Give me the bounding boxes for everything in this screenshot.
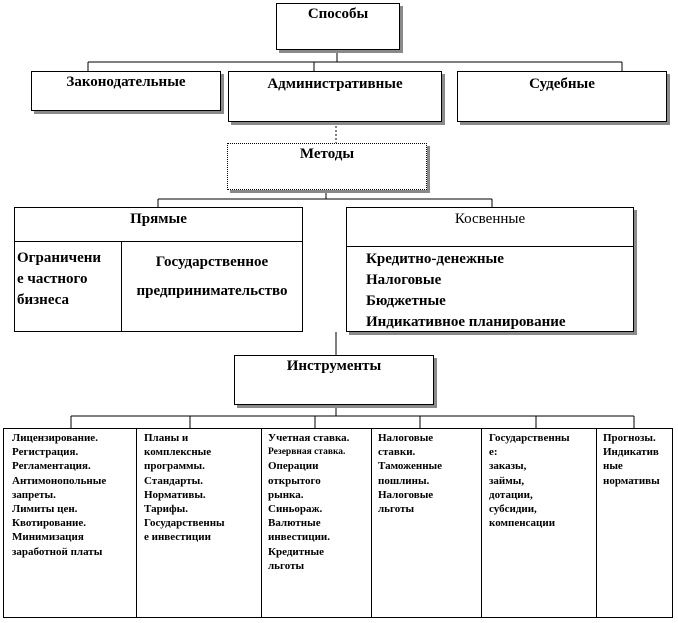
kosvennye-item: Бюджетные — [366, 293, 446, 309]
column-line: Регламентация. — [12, 460, 91, 473]
kosvennye-list: Кредитно-денежные Налоговые Бюджетные Ин… — [366, 249, 631, 333]
pryamye-left-line: Ограничени — [17, 250, 102, 266]
pryamye-left-line: бизнеса — [17, 292, 69, 308]
column-line: е: — [489, 446, 498, 459]
sposoby-box: Способы — [276, 3, 400, 50]
column-line: займы, — [489, 474, 525, 487]
column-line: Стандарты. — [144, 474, 203, 487]
column-line: Минимизация — [12, 531, 84, 544]
pryamye-box: Прямые Ограничени е частного бизнеса Гос… — [14, 207, 303, 332]
column-line: Синьораж. — [268, 503, 323, 516]
column-line: запреты. — [12, 488, 56, 501]
column-line: ные — [603, 460, 623, 473]
column-line: Учетная ставка. — [268, 432, 350, 444]
column-line: Резервная ставка. — [268, 447, 346, 458]
column-line: Таможенные — [378, 460, 442, 473]
column-line: субсидии, — [489, 503, 537, 516]
column-line: Прогнозы. — [603, 432, 656, 444]
pryamye-title: Прямые — [130, 211, 187, 227]
column-line: пошлины. — [378, 474, 430, 487]
pryamye-right-line: Государственное — [155, 254, 269, 270]
table-divider — [481, 429, 482, 617]
column-line: программы. — [144, 460, 205, 473]
column-line: Валютные — [268, 517, 321, 530]
legislative-label: Законодательные — [66, 74, 186, 90]
column-line: дотации, — [489, 488, 533, 501]
column-line: льготы — [378, 503, 415, 516]
column-line: Налоговые — [378, 488, 434, 501]
instrumenty-box: Инструменты — [234, 355, 434, 405]
table-divider — [596, 429, 597, 617]
kosvennye-item: Налоговые — [366, 272, 442, 288]
column-line: открытого — [268, 474, 321, 487]
column-line: рынка. — [268, 488, 304, 501]
column-licensing: Лицензирование. Регистрация. Регламентац… — [4, 429, 136, 559]
kosvennye-item: Кредитно-денежные — [366, 251, 504, 267]
column-line: инвестиции. — [268, 531, 331, 544]
column-line: заказы, — [489, 460, 527, 473]
column-line: Индикатив — [603, 446, 659, 459]
column-line: Планы и — [144, 432, 189, 444]
instrumenty-label: Инструменты — [286, 358, 382, 374]
column-line: ставки. — [378, 446, 416, 459]
pryamye-right-text: Государственное предпринимательство — [122, 248, 302, 306]
column-budget: Государственны е: заказы, займы, дотации… — [482, 429, 596, 530]
column-line: Налоговые — [378, 432, 434, 444]
column-line: Кредитные — [268, 545, 324, 558]
kosvennye-divider — [347, 246, 633, 247]
administrative-label: Административные — [267, 76, 403, 92]
metody-label: Методы — [299, 146, 355, 162]
instruments-table: Лицензирование. Регистрация. Регламентац… — [3, 428, 673, 618]
pryamye-left-text: Ограничени е частного бизнеса — [17, 248, 121, 311]
column-monetary: Учетная ставка. Резервная ставка. Операц… — [262, 429, 371, 573]
column-line: Государственны — [489, 432, 570, 444]
judicial-box: Судебные — [457, 71, 667, 122]
column-line: Антимонопольные — [12, 474, 107, 487]
column-tax: Налоговые ставки. Таможенные пошлины. На… — [372, 429, 481, 516]
column-line: комплексные — [144, 446, 212, 459]
column-line: Государственны — [144, 517, 225, 530]
metody-box: Методы — [227, 143, 427, 190]
sposoby-label: Способы — [307, 6, 369, 22]
kosvennye-title: Косвенные — [454, 211, 526, 227]
column-line: льготы — [268, 559, 305, 572]
table-divider — [136, 429, 137, 617]
kosvennye-item: Индикативное планирование — [366, 314, 566, 330]
pryamye-right-line: предпринимательство — [136, 283, 288, 299]
kosvennye-box: Косвенные Кредитно-денежные Налоговые Бю… — [346, 207, 634, 332]
column-line: Регистрация. — [12, 446, 79, 459]
column-line: Лицензирование. — [12, 432, 98, 444]
judicial-label: Судебные — [529, 76, 595, 92]
column-line: Квотирование. — [12, 517, 87, 530]
column-line: Тарифы. — [144, 503, 188, 516]
pryamye-divider-h — [15, 241, 302, 242]
column-line: е инвестиции — [144, 531, 211, 544]
legislative-box: Законодательные — [31, 71, 221, 111]
administrative-box: Административные — [228, 71, 442, 122]
column-line: заработной платы — [12, 545, 103, 558]
table-divider — [261, 429, 262, 617]
column-plans: Планы и комплексные программы. Стандарты… — [137, 429, 261, 545]
column-line: нормативы — [603, 474, 660, 487]
column-indicative: Прогнозы. Индикатив ные нормативы — [597, 429, 672, 488]
pryamye-divider-v — [121, 241, 122, 332]
column-line: Лимиты цен. — [12, 503, 78, 516]
column-line: Операции — [268, 460, 319, 473]
pryamye-left-line: е частного — [17, 271, 88, 287]
column-line: компенсации — [489, 517, 556, 530]
table-divider — [371, 429, 372, 617]
column-line: Нормативы. — [144, 488, 206, 501]
